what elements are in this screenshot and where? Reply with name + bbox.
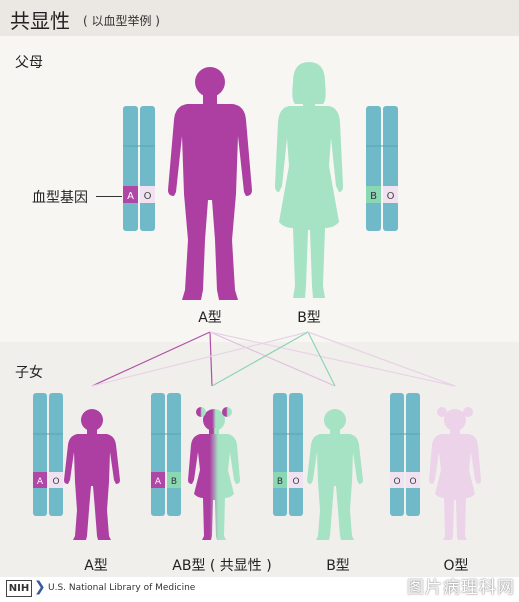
line-mother-child4 [209, 331, 456, 387]
allele-text: A [37, 477, 44, 487]
child-label-o: O型 [443, 558, 469, 574]
chromosome-child-4: O O [390, 393, 420, 516]
gene-label: 血型基因 [32, 190, 88, 206]
allele-text: O [144, 191, 152, 202]
nih-footer-text: U.S. National Library of Medicine [48, 583, 196, 593]
nih-logo: NIH [6, 580, 32, 597]
chromosome-child-3: B O [273, 393, 303, 516]
allele-box [383, 186, 398, 203]
allele-text: B [171, 477, 177, 487]
parent-label-a: A型 [198, 310, 222, 326]
line-father-child2 [211, 331, 309, 387]
chromosome-child-1: A O [33, 393, 63, 516]
child-label-ab: AB型 ( 共显性 ) [172, 558, 272, 574]
diagram-title: 共显性 [10, 9, 70, 33]
line-father-child3 [307, 331, 336, 387]
chromosome-parent-a: A O [123, 106, 155, 231]
inheritance-lines [91, 331, 456, 387]
allele-text: B [370, 191, 377, 202]
child-label-b: B型 [326, 558, 350, 574]
parents-panel [0, 36, 519, 342]
child-figure-o [429, 407, 481, 540]
allele-text: O [409, 477, 416, 487]
line-father-child1 [91, 331, 309, 387]
child-figure-ab [188, 407, 240, 540]
child-figure-a [64, 409, 120, 540]
child-figure-b [307, 409, 363, 540]
title-bar: 共显性 ( 以血型举例 ) [0, 0, 519, 36]
allele-text: O [393, 477, 400, 487]
diagram-subtitle: ( 以血型举例 ) [83, 14, 160, 28]
allele-box [123, 186, 138, 203]
allele-box [140, 186, 155, 203]
line-mother-child3 [209, 331, 336, 387]
nih-emblem-icon: ❯ [34, 579, 46, 595]
child-label-a: A型 [84, 558, 108, 574]
watermark: 图片病理科网 [407, 578, 515, 598]
section-parents: 父母 [15, 55, 43, 71]
parent-figure-a [168, 67, 252, 300]
allele-text: B [277, 477, 283, 487]
allele-text: O [292, 477, 299, 487]
allele-text: O [387, 191, 395, 202]
chromosome-parent-b: B O [366, 106, 398, 231]
footer [0, 577, 519, 602]
allele-text: A [155, 477, 162, 487]
allele-text: O [52, 477, 59, 487]
parent-label-b: B型 [297, 310, 321, 326]
section-children: 子女 [15, 365, 43, 381]
line-mother-child1 [91, 331, 211, 387]
parent-figure-b [275, 62, 343, 298]
allele-text: A [127, 191, 134, 202]
line-father-child4 [307, 331, 456, 387]
gene-pointer-line [96, 196, 122, 197]
chromosome-child-2: A B [151, 393, 181, 516]
allele-box [366, 186, 381, 203]
line-mother-child2 [209, 331, 213, 387]
